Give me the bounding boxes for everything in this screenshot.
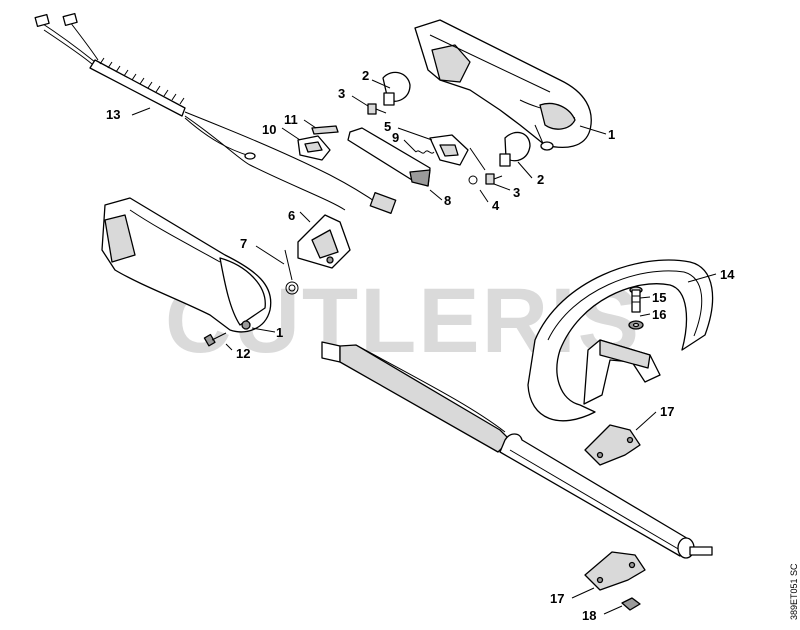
part-15-bolt bbox=[629, 286, 643, 313]
part-6-interlock-lever bbox=[297, 214, 351, 269]
callout-1-upper: 1 bbox=[608, 127, 615, 142]
part-17-clamp-half bbox=[584, 551, 646, 591]
part-1-handle-housing-upper bbox=[414, 19, 592, 151]
part-13-wiring-harness bbox=[34, 12, 397, 214]
callout-11: 11 bbox=[284, 112, 298, 127]
part-16-washer bbox=[628, 320, 644, 330]
callout-1-lower: 1 bbox=[276, 325, 283, 340]
callout-6: 6 bbox=[288, 208, 295, 223]
connector-plug bbox=[34, 13, 50, 28]
part-11-contact-spring bbox=[311, 125, 339, 135]
callout-17-upper: 17 bbox=[660, 404, 674, 419]
callout-10: 10 bbox=[262, 122, 276, 137]
part-2-clamp bbox=[499, 131, 531, 167]
callout-labels: 13 1 1 2 2 3 3 4 5 6 7 8 9 10 11 12 14 1… bbox=[106, 68, 735, 623]
callout-7: 7 bbox=[240, 236, 247, 251]
part-12-screw bbox=[203, 332, 227, 347]
callout-14: 14 bbox=[720, 267, 735, 282]
callout-18: 18 bbox=[582, 608, 596, 623]
callout-8: 8 bbox=[444, 193, 451, 208]
callout-15: 15 bbox=[652, 290, 666, 305]
callout-17-lower: 17 bbox=[550, 591, 564, 606]
callout-2-lower: 2 bbox=[537, 172, 544, 187]
callout-4: 4 bbox=[492, 198, 500, 213]
part-17-clamp-half bbox=[584, 424, 641, 466]
callout-16: 16 bbox=[652, 307, 666, 322]
callout-2-upper: 2 bbox=[362, 68, 369, 83]
part-7-torsion-spring bbox=[284, 249, 299, 295]
part-18-square-nut bbox=[621, 597, 641, 611]
callout-12: 12 bbox=[236, 346, 250, 361]
callout-9: 9 bbox=[392, 130, 399, 145]
leader-lines bbox=[131, 79, 717, 615]
part-10-switch bbox=[297, 135, 331, 161]
part-3-screw bbox=[485, 173, 503, 185]
part-9-spring bbox=[415, 150, 435, 154]
callout-13: 13 bbox=[106, 107, 120, 122]
callout-3-lower: 3 bbox=[513, 185, 520, 200]
part-2-clamp bbox=[382, 71, 411, 106]
document-id: 389ET051 SC bbox=[789, 563, 799, 620]
callout-5: 5 bbox=[384, 119, 391, 134]
callout-3-upper: 3 bbox=[338, 86, 345, 101]
drive-tube bbox=[321, 341, 713, 559]
part-5-trigger bbox=[429, 134, 469, 166]
part-8-slide-rod bbox=[347, 127, 431, 187]
part-14-loop-handle bbox=[527, 259, 714, 422]
part-4-spring bbox=[468, 147, 486, 185]
part-3-screw bbox=[367, 103, 387, 115]
switch-connector bbox=[369, 192, 397, 214]
part-1-handle-housing-lower bbox=[101, 197, 272, 333]
connector-plug bbox=[62, 12, 78, 27]
